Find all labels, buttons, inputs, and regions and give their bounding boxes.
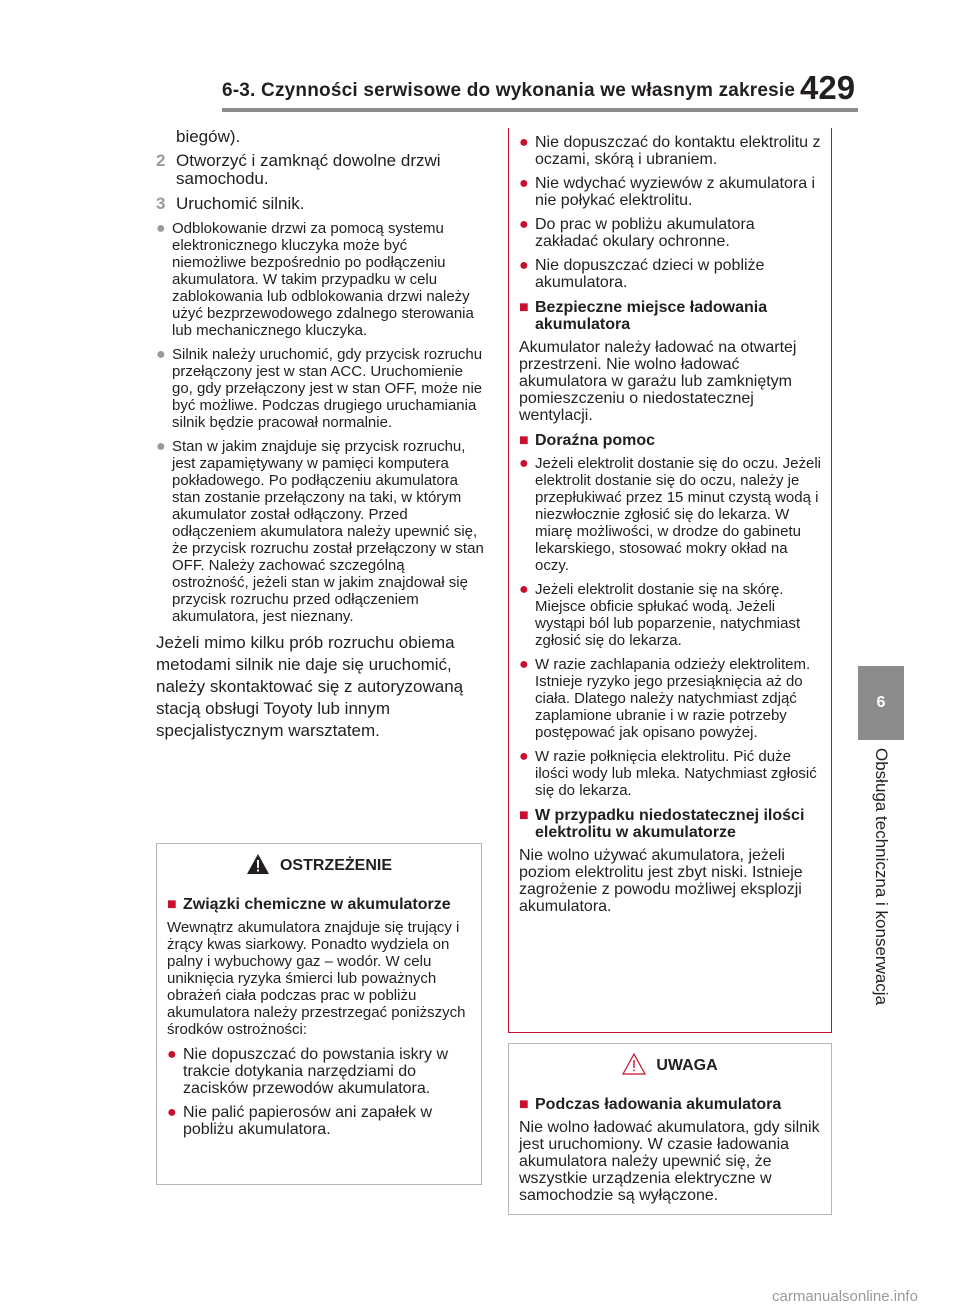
bullet-dot-icon: ●	[519, 216, 529, 233]
bullet-dot-icon: ●	[156, 346, 166, 363]
warning-item: ● Nie dopuszczać dzieci w pobliże akumul…	[519, 257, 821, 291]
warning-section-head: ■ Bezpieczne miejsce ładowania akumulato…	[519, 299, 821, 333]
bullet-dot-icon: ●	[156, 220, 166, 237]
bullet-dot-icon: ●	[167, 1046, 177, 1063]
warning-item-text: Nie palić papierosów ani zapałek w pobli…	[183, 1104, 433, 1138]
bullet-dot-icon: ●	[519, 656, 529, 673]
section-title-charging-place: Bezpieczne miejsce ładowania akumulatora	[535, 299, 768, 333]
caution-body: ■ Podczas ładowania akumulatora Nie woln…	[509, 1096, 831, 1204]
warning-item-text: Nie dopuszczać do powstania iskry w trak…	[183, 1046, 449, 1097]
square-bullet-icon: ■	[519, 299, 529, 316]
first-aid-item: ● Jeżeli elektrolit dostanie się do oczu…	[519, 455, 821, 574]
warning-item: ● Nie wdychać wyziewów z akumulatora i n…	[519, 175, 821, 209]
bullet-dot-icon: ●	[156, 438, 166, 455]
first-aid-text: Jeżeli elektrolit dostanie się na skórę.…	[535, 581, 801, 649]
first-aid-item: ● W razie połknięcia elektrolitu. Pić du…	[519, 748, 821, 799]
warning-item-text: Nie dopuszczać do kontaktu elektrolitu z…	[535, 134, 821, 168]
continuation-text: biegów).	[176, 127, 241, 146]
caution-section-head: ■ Podczas ładowania akumulatora	[519, 1096, 821, 1113]
left-column: biegów). 2 Otworzyć i zamknąć dowolne dr…	[156, 128, 484, 742]
note-text: Stan w jakim znajduje się przycisk rozru…	[172, 438, 484, 625]
caution-section-title: Podczas ładowania akumulatora	[535, 1096, 782, 1113]
watermark: carmanualsonline.info	[772, 1288, 918, 1305]
warning-section-head: ■ W przypadku niedostatecznej ilości ele…	[519, 807, 821, 841]
header-rule	[222, 108, 858, 112]
warning-item-text: Nie dopuszczać dzieci w pobliże akumulat…	[535, 257, 765, 291]
warning-triangle-icon	[246, 853, 270, 880]
step-text: Uruchomić silnik.	[176, 194, 305, 213]
note-item: ● Silnik należy uruchomić, gdy przycisk …	[156, 346, 484, 431]
note-text: Odblokowanie drzwi za pomocą systemu ele…	[172, 220, 474, 339]
section-text-charging-place: Akumulator należy ładować na otwartej pr…	[519, 339, 797, 424]
warning-item: ● Nie palić papierosów ani zapałek w pob…	[167, 1104, 471, 1138]
warning-item-text: Do prac w pobliżu akumulatora zakładać o…	[535, 216, 755, 250]
page-number: 429	[800, 69, 856, 106]
warning-title: OSTRZEŻENIE	[279, 857, 392, 874]
warning-section-head: ■ Doraźna pomoc	[519, 432, 821, 449]
first-aid-text: Jeżeli elektrolit dostanie się do oczu. …	[535, 455, 821, 574]
bullet-dot-icon: ●	[167, 1104, 177, 1121]
step-item: 2 Otworzyć i zamknąć dowolne drzwi samoc…	[156, 152, 484, 188]
section-text-low-electrolyte: Nie wolno używać akumulatora, jeżeli poz…	[519, 847, 803, 915]
body-paragraph: Jeżeli mimo kilku prób rozruchu obiema m…	[156, 633, 464, 740]
caution-title: UWAGA	[656, 1057, 718, 1074]
square-bullet-icon: ■	[519, 432, 529, 449]
section-title-first-aid: Doraźna pomoc	[535, 432, 656, 449]
warning-box: OSTRZEŻENIE ■ Związki chemiczne w akumul…	[156, 843, 482, 1185]
square-bullet-icon: ■	[167, 896, 177, 913]
bullet-dot-icon: ●	[519, 175, 529, 192]
warning-section-head: ■ Związki chemiczne w akumulatorze	[167, 896, 471, 913]
chapter-label: Obsługa techniczna i konserwacja	[872, 748, 891, 1006]
step-number: 3	[156, 194, 166, 213]
note-item: ● Odblokowanie drzwi za pomocą systemu e…	[156, 220, 484, 339]
bullet-dot-icon: ●	[519, 455, 529, 472]
page-header: 6-3. Czynności serwisowe do wykonania we…	[0, 0, 960, 112]
warning-intro: Wewnątrz akumulatora znajduje się trując…	[167, 919, 466, 1038]
warning-body: ■ Związki chemiczne w akumulatorze Wewną…	[157, 896, 481, 1138]
chapter-tab: 6	[858, 666, 904, 740]
step-text: Otworzyć i zamknąć dowolne drzwi samocho…	[176, 151, 441, 188]
first-aid-text: W razie zachlapania odzieży elektrolitem…	[535, 656, 811, 741]
warning-item-text: Nie wdychać wyziewów z akumulatora i nie…	[535, 175, 816, 209]
first-aid-text: W razie połknięcia elektrolitu. Pić duże…	[535, 748, 817, 799]
bullet-dot-icon: ●	[519, 581, 529, 598]
caution-triangle-icon	[622, 1052, 647, 1080]
square-bullet-icon: ■	[519, 807, 529, 824]
warning-section-title: Związki chemiczne w akumulatorze	[183, 896, 451, 913]
caution-header: UWAGA	[509, 1044, 831, 1088]
note-item: ● Stan w jakim znajduje się przycisk roz…	[156, 438, 484, 625]
warning-continued-box: ● Nie dopuszczać do kontaktu elektrolitu…	[508, 128, 832, 1033]
step-item: 3 Uruchomić silnik.	[156, 195, 484, 213]
step-number: 2	[156, 151, 166, 170]
caution-text: Nie wolno ładować akumulatora, gdy silni…	[519, 1119, 820, 1204]
caution-box: UWAGA ■ Podczas ładowania akumulatora Ni…	[508, 1043, 832, 1215]
bullet-dot-icon: ●	[519, 134, 529, 151]
warning-item: ● Nie dopuszczać do kontaktu elektrolitu…	[519, 134, 821, 168]
square-bullet-icon: ■	[519, 1096, 529, 1113]
warning-continued-body: ● Nie dopuszczać do kontaktu elektrolitu…	[509, 128, 831, 915]
section-title: 6-3. Czynności serwisowe do wykonania we…	[222, 80, 796, 101]
warning-item: ● Nie dopuszczać do powstania iskry w tr…	[167, 1046, 471, 1097]
warning-item: ● Do prac w pobliżu akumulatora zakładać…	[519, 216, 821, 250]
warning-header: OSTRZEŻENIE	[157, 844, 481, 888]
first-aid-item: ● Jeżeli elektrolit dostanie się na skór…	[519, 581, 821, 649]
note-text: Silnik należy uruchomić, gdy przycisk ro…	[172, 346, 483, 431]
bullet-dot-icon: ●	[519, 257, 529, 274]
section-title-low-electrolyte: W przypadku niedostatecznej ilości elekt…	[535, 807, 805, 841]
first-aid-item: ● W razie zachlapania odzieży elektrolit…	[519, 656, 821, 741]
bullet-dot-icon: ●	[519, 748, 529, 765]
